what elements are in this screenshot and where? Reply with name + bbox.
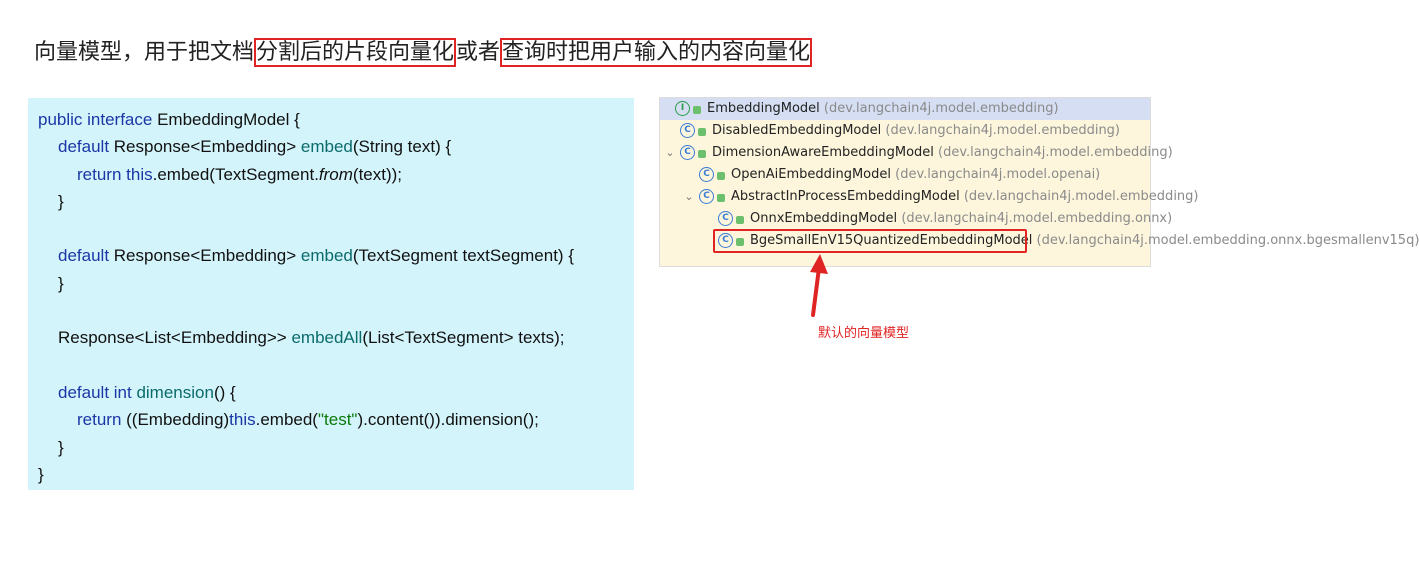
class-name: OpenAiEmbeddingModel xyxy=(731,167,896,182)
code-token: EmbeddingModel { xyxy=(157,110,300,129)
code-token: .embed( xyxy=(255,410,318,430)
code-token: ((Embedding) xyxy=(126,410,230,430)
hierarchy-node[interactable]: C BgeSmallEnV15QuantizedEmbeddingModel (d… xyxy=(660,230,1419,252)
code-token: } xyxy=(58,437,64,457)
code-line xyxy=(28,297,634,324)
code-line: } xyxy=(28,188,634,215)
code-token: () { xyxy=(213,382,236,402)
code-line: return ((Embedding)this.embed("test").co… xyxy=(28,406,634,433)
code-token: default xyxy=(58,382,114,402)
class-name: EmbeddingModel xyxy=(707,101,824,116)
package-name: (dev.langchain4j.model.embedding) xyxy=(938,145,1173,160)
code-token: default xyxy=(58,246,114,266)
code-token: (text)); xyxy=(352,164,403,184)
public-access-icon xyxy=(717,193,725,202)
class-name: DisabledEmbeddingModel xyxy=(712,123,886,138)
code-line: Response<List<Embedding>> embedAll(List<… xyxy=(28,324,634,351)
code-token: embedAll xyxy=(291,328,363,348)
highlight-box-default-model xyxy=(713,229,1027,253)
hierarchy-node[interactable]: C DisabledEmbeddingModel (dev.langchain4j… xyxy=(660,120,1150,142)
code-token: Response<List<Embedding>> xyxy=(58,328,292,348)
code-token: dimension xyxy=(136,382,214,402)
code-token: (String text) { xyxy=(352,137,452,157)
code-block: public interface EmbeddingModel {default… xyxy=(28,98,634,490)
class-icon: C xyxy=(680,123,695,138)
code-line: default Response<Embedding> embed(String… xyxy=(28,133,634,160)
code-token: (List<TextSegment> texts); xyxy=(362,328,565,348)
abstract-class-icon: C xyxy=(680,145,695,160)
code-token: return xyxy=(77,410,127,430)
code-line: default int dimension() { xyxy=(28,379,634,406)
code-token: .embed(TextSegment. xyxy=(152,164,319,184)
public-access-icon xyxy=(736,215,744,224)
code-token: public interface xyxy=(38,110,158,129)
code-token: } xyxy=(38,464,44,484)
package-name: (dev.langchain4j.model.embedding) xyxy=(823,101,1059,116)
code-token: Response<Embedding> xyxy=(113,246,301,266)
code-token: "test" xyxy=(317,410,358,430)
heading-highlight-query: 查询时把用户输入的内容向量化 xyxy=(500,38,813,67)
code-token: embed xyxy=(300,137,353,157)
hierarchy-node[interactable]: ⌄ C AbstractInProcessEmbeddingModel (dev.l… xyxy=(660,186,1199,208)
class-name: BgeSmallEnV15QuantizedEmbeddingModel xyxy=(750,233,1037,248)
code-line: public interface EmbeddingModel { xyxy=(28,106,634,133)
code-token: return xyxy=(77,164,127,184)
interface-icon: I xyxy=(675,101,690,116)
code-token: from xyxy=(318,164,353,184)
code-token: this xyxy=(229,410,256,430)
public-access-icon xyxy=(736,237,744,246)
code-token: int xyxy=(113,382,137,402)
public-access-icon xyxy=(693,105,701,114)
hierarchy-node[interactable]: C OpenAiEmbeddingModel (dev.langchain4j.m… xyxy=(660,164,1150,186)
code-line: } xyxy=(28,434,634,461)
class-icon: C xyxy=(699,167,714,182)
package-name: (dev.langchain4j.model.embedding) xyxy=(885,123,1121,138)
class-name: OnnxEmbeddingModel xyxy=(750,211,902,226)
code-line: return this.embed(TextSegment.from(text)… xyxy=(28,161,634,188)
public-access-icon xyxy=(717,171,725,180)
code-line: } xyxy=(28,461,634,488)
hierarchy-node[interactable]: I EmbeddingModel (dev.langchain4j.model.e… xyxy=(660,98,1150,120)
chevron-down-icon[interactable]: ⌄ xyxy=(684,190,694,203)
package-name: (dev.langchain4j.model.openai) xyxy=(895,167,1101,182)
red-arrow-icon xyxy=(810,254,828,317)
annotation-label: 默认的向量模型 xyxy=(818,326,910,341)
code-token: ).content()).dimension(); xyxy=(357,410,539,430)
code-token: embed xyxy=(300,246,353,266)
abstract-class-icon: C xyxy=(699,189,714,204)
class-icon: C xyxy=(718,233,733,248)
heading-text-1: 向量模型，用于把文档 xyxy=(34,40,255,65)
package-name: (dev.langchain4j.model.embedding) xyxy=(963,189,1199,204)
code-token: Response<Embedding> xyxy=(113,137,301,157)
hierarchy-node[interactable]: ⌄ C DimensionAwareEmbeddingModel (dev.lang… xyxy=(660,142,1173,164)
code-line xyxy=(28,215,634,242)
type-hierarchy-panel: I EmbeddingModel (dev.langchain4j.model.e… xyxy=(659,97,1419,267)
package-name: (dev.langchain4j.model.embedding.onnx.bg… xyxy=(1036,233,1419,248)
code-token: (TextSegment textSegment) { xyxy=(352,246,574,266)
code-token: } xyxy=(58,273,64,293)
public-access-icon xyxy=(698,149,706,158)
class-name: DimensionAwareEmbeddingModel xyxy=(712,145,939,160)
code-line: } xyxy=(28,270,634,297)
code-token: } xyxy=(58,191,64,211)
chevron-down-icon[interactable]: ⌄ xyxy=(665,146,675,159)
class-name: AbstractInProcessEmbeddingModel xyxy=(731,189,964,204)
heading-highlight-segments: 分割后的片段向量化 xyxy=(254,38,457,67)
package-name: (dev.langchain4j.model.embedding.onnx) xyxy=(901,211,1173,226)
code-token: default xyxy=(58,137,114,157)
code-line: default Response<Embedding> embed(TextSe… xyxy=(28,242,634,269)
public-access-icon xyxy=(698,127,706,136)
heading-text-2: 或者 xyxy=(456,40,501,65)
class-icon: C xyxy=(718,211,733,226)
code-token: this xyxy=(126,164,153,184)
page-heading: 向量模型，用于把文档分割后的片段向量化或者查询时把用户输入的内容向量化 xyxy=(34,38,813,68)
code-line xyxy=(28,352,634,379)
hierarchy-node[interactable]: C OnnxEmbeddingModel (dev.langchain4j.mod… xyxy=(660,208,1172,230)
